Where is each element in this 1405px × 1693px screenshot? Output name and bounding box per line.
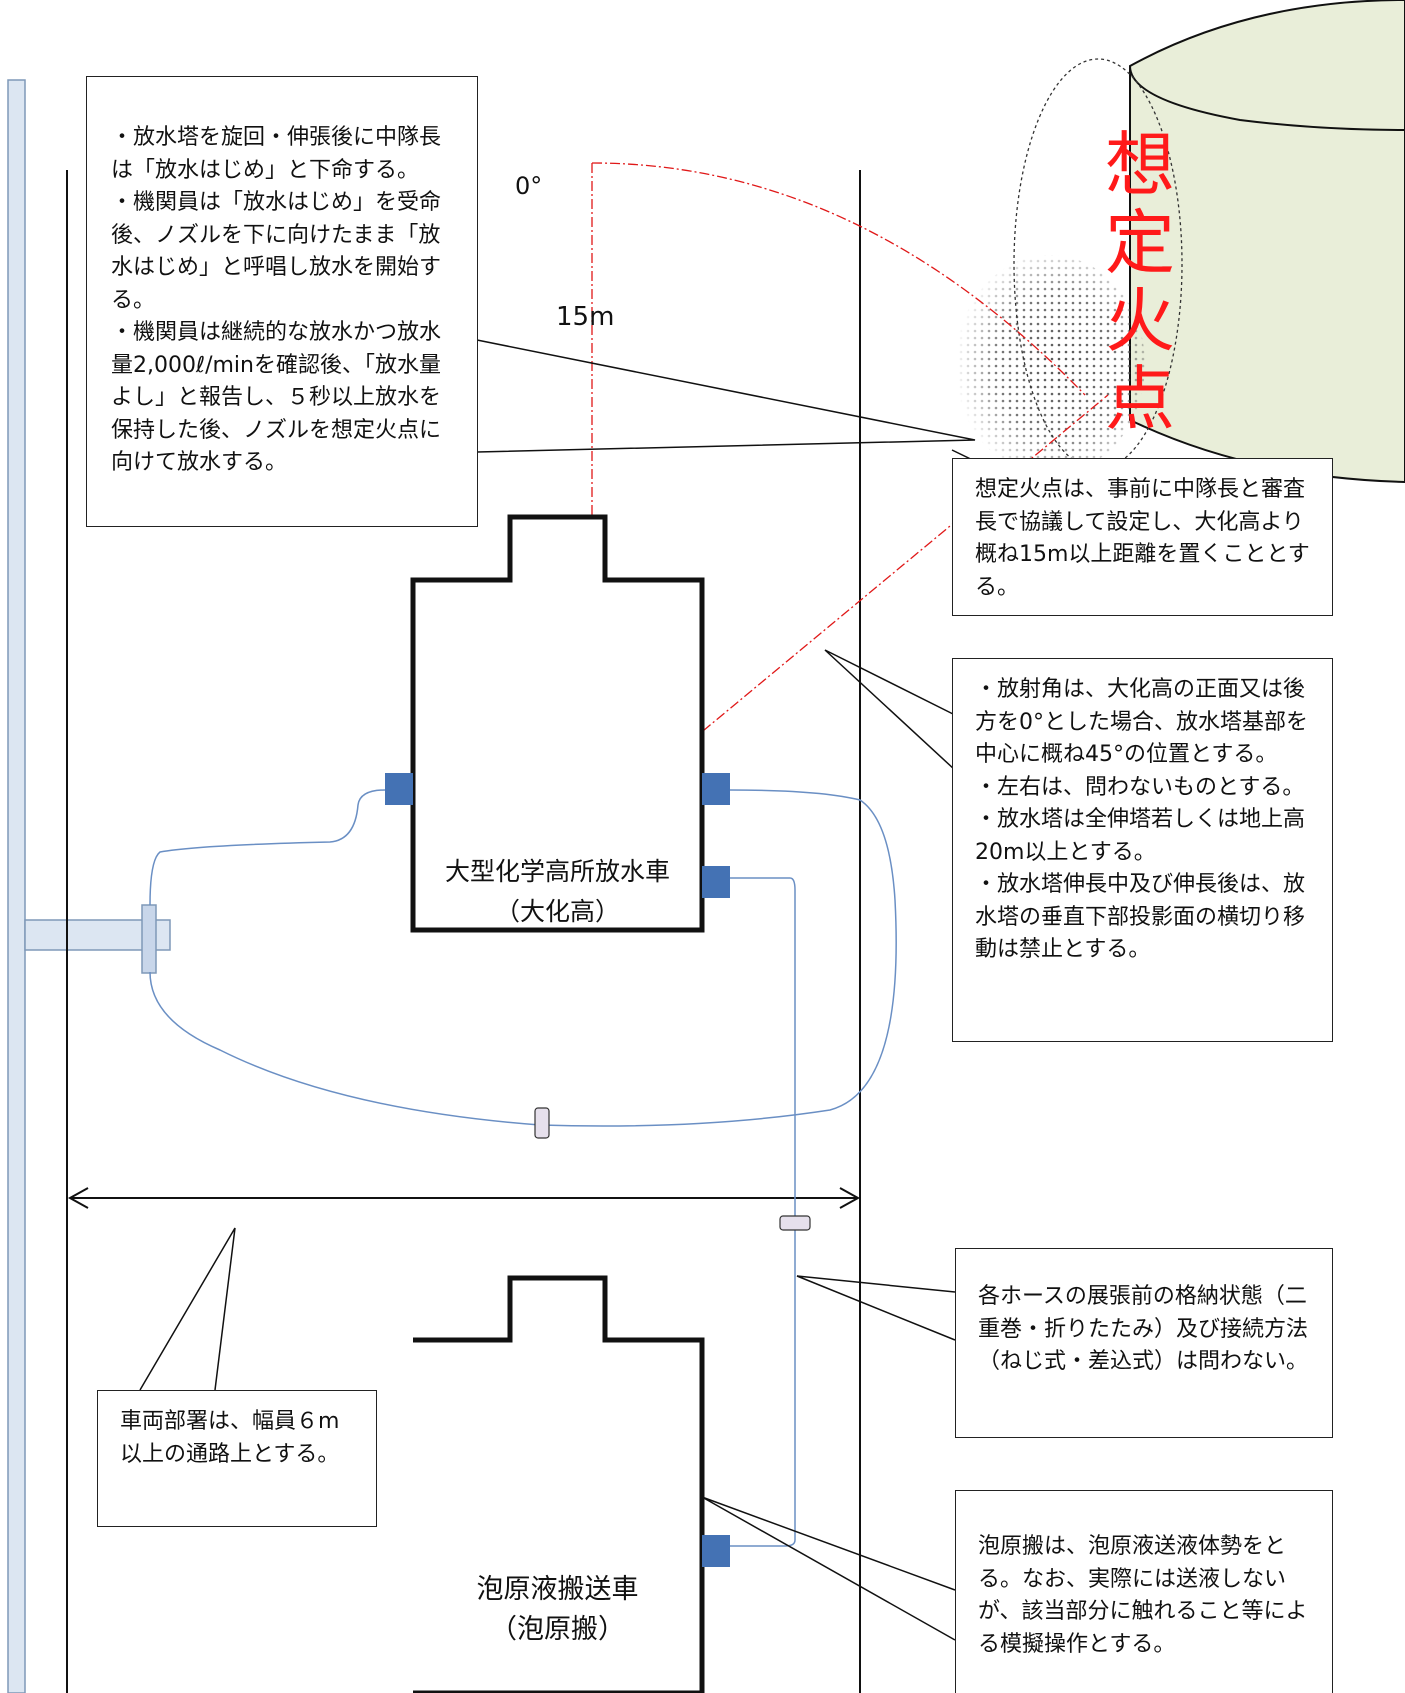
fire-point-char-2: 定 <box>1105 202 1175 284</box>
foam-truck-abbr: （泡原搬） <box>490 1614 625 1645</box>
foam-truck-port <box>702 1535 730 1567</box>
callout-hose-storage: 各ホースの展張前の格納状態（二重巻・折りたたみ）及び接続方法（ねじ式・差込式）は… <box>955 1248 1333 1438</box>
hose-coupling-1 <box>534 1107 550 1139</box>
fire-point-title: 想 定 火 点 <box>1100 126 1180 438</box>
foam-truck-body <box>413 1275 705 1693</box>
main-truck-port-right-2 <box>702 866 730 898</box>
callout-foam-transport-text: 泡原搬は、泡原液送液体勢をとる。なお、実際には送液しないが、該当部分に触れること… <box>978 1534 1308 1657</box>
hydrant-coupling <box>141 904 157 974</box>
foam-truck-name: 泡原液搬送車 <box>476 1574 639 1605</box>
callout-vehicle-placement-text: 車両部署は、幅員６m以上の通路上とする。 <box>120 1409 340 1467</box>
main-truck-abbr: （大化高） <box>494 897 620 926</box>
callout-hose-storage-text: 各ホースの展張前の格納状態（二重巻・折りたたみ）及び接続方法（ねじ式・差込式）は… <box>978 1284 1309 1374</box>
callout-spray-start-text: ・放水塔を旋回・伸張後に中隊長は「放水はじめ」と下命する。 ・機関員は「放水はじ… <box>111 125 442 475</box>
callout-pointers <box>139 339 986 1641</box>
fire-point-char-1: 想 <box>1105 124 1175 206</box>
foam-truck-label: 泡原液搬送車 （泡原搬） <box>413 1570 702 1650</box>
main-truck-port-right-1 <box>702 773 730 805</box>
callout-vehicle-placement: 車両部署は、幅員６m以上の通路上とする。 <box>97 1390 377 1527</box>
callout-fire-point-setting: 想定火点は、事前に中隊長と審査長で協議して設定し、大化高より概ね15m以上距離を… <box>952 458 1333 616</box>
fire-point-char-4: 点 <box>1105 358 1175 440</box>
fire-point-char-3: 火 <box>1105 280 1175 362</box>
main-truck-port-left <box>385 773 413 805</box>
callout-angle-rules-text: ・放射角は、大化高の正面又は後方を0°とした場合、放水塔基部を中心に概ね45°の… <box>975 677 1308 962</box>
main-truck-name: 大型化学高所放水車 <box>444 857 670 886</box>
hose-coupling-2 <box>779 1215 811 1231</box>
callout-angle-rules: ・放射角は、大化高の正面又は後方を0°とした場合、放水塔基部を中心に概ね45°の… <box>952 658 1333 1042</box>
road-width-arrow <box>67 1187 861 1209</box>
hydrant-pipe <box>7 79 26 1693</box>
callout-foam-transport: 泡原搬は、泡原液送液体勢をとる。なお、実際には送液しないが、該当部分に触れること… <box>955 1490 1333 1693</box>
callout-fire-point-setting-text: 想定火点は、事前に中隊長と審査長で協議して設定し、大化高より概ね15m以上距離を… <box>975 477 1310 600</box>
distance-label: 15m <box>556 302 615 332</box>
main-truck-body <box>410 514 705 933</box>
angle-zero-label: 0° <box>515 172 543 200</box>
callout-spray-start: ・放水塔を旋回・伸張後に中隊長は「放水はじめ」と下命する。 ・機関員は「放水はじ… <box>86 76 478 527</box>
main-truck-label: 大型化学高所放水車 （大化高） <box>413 852 702 932</box>
